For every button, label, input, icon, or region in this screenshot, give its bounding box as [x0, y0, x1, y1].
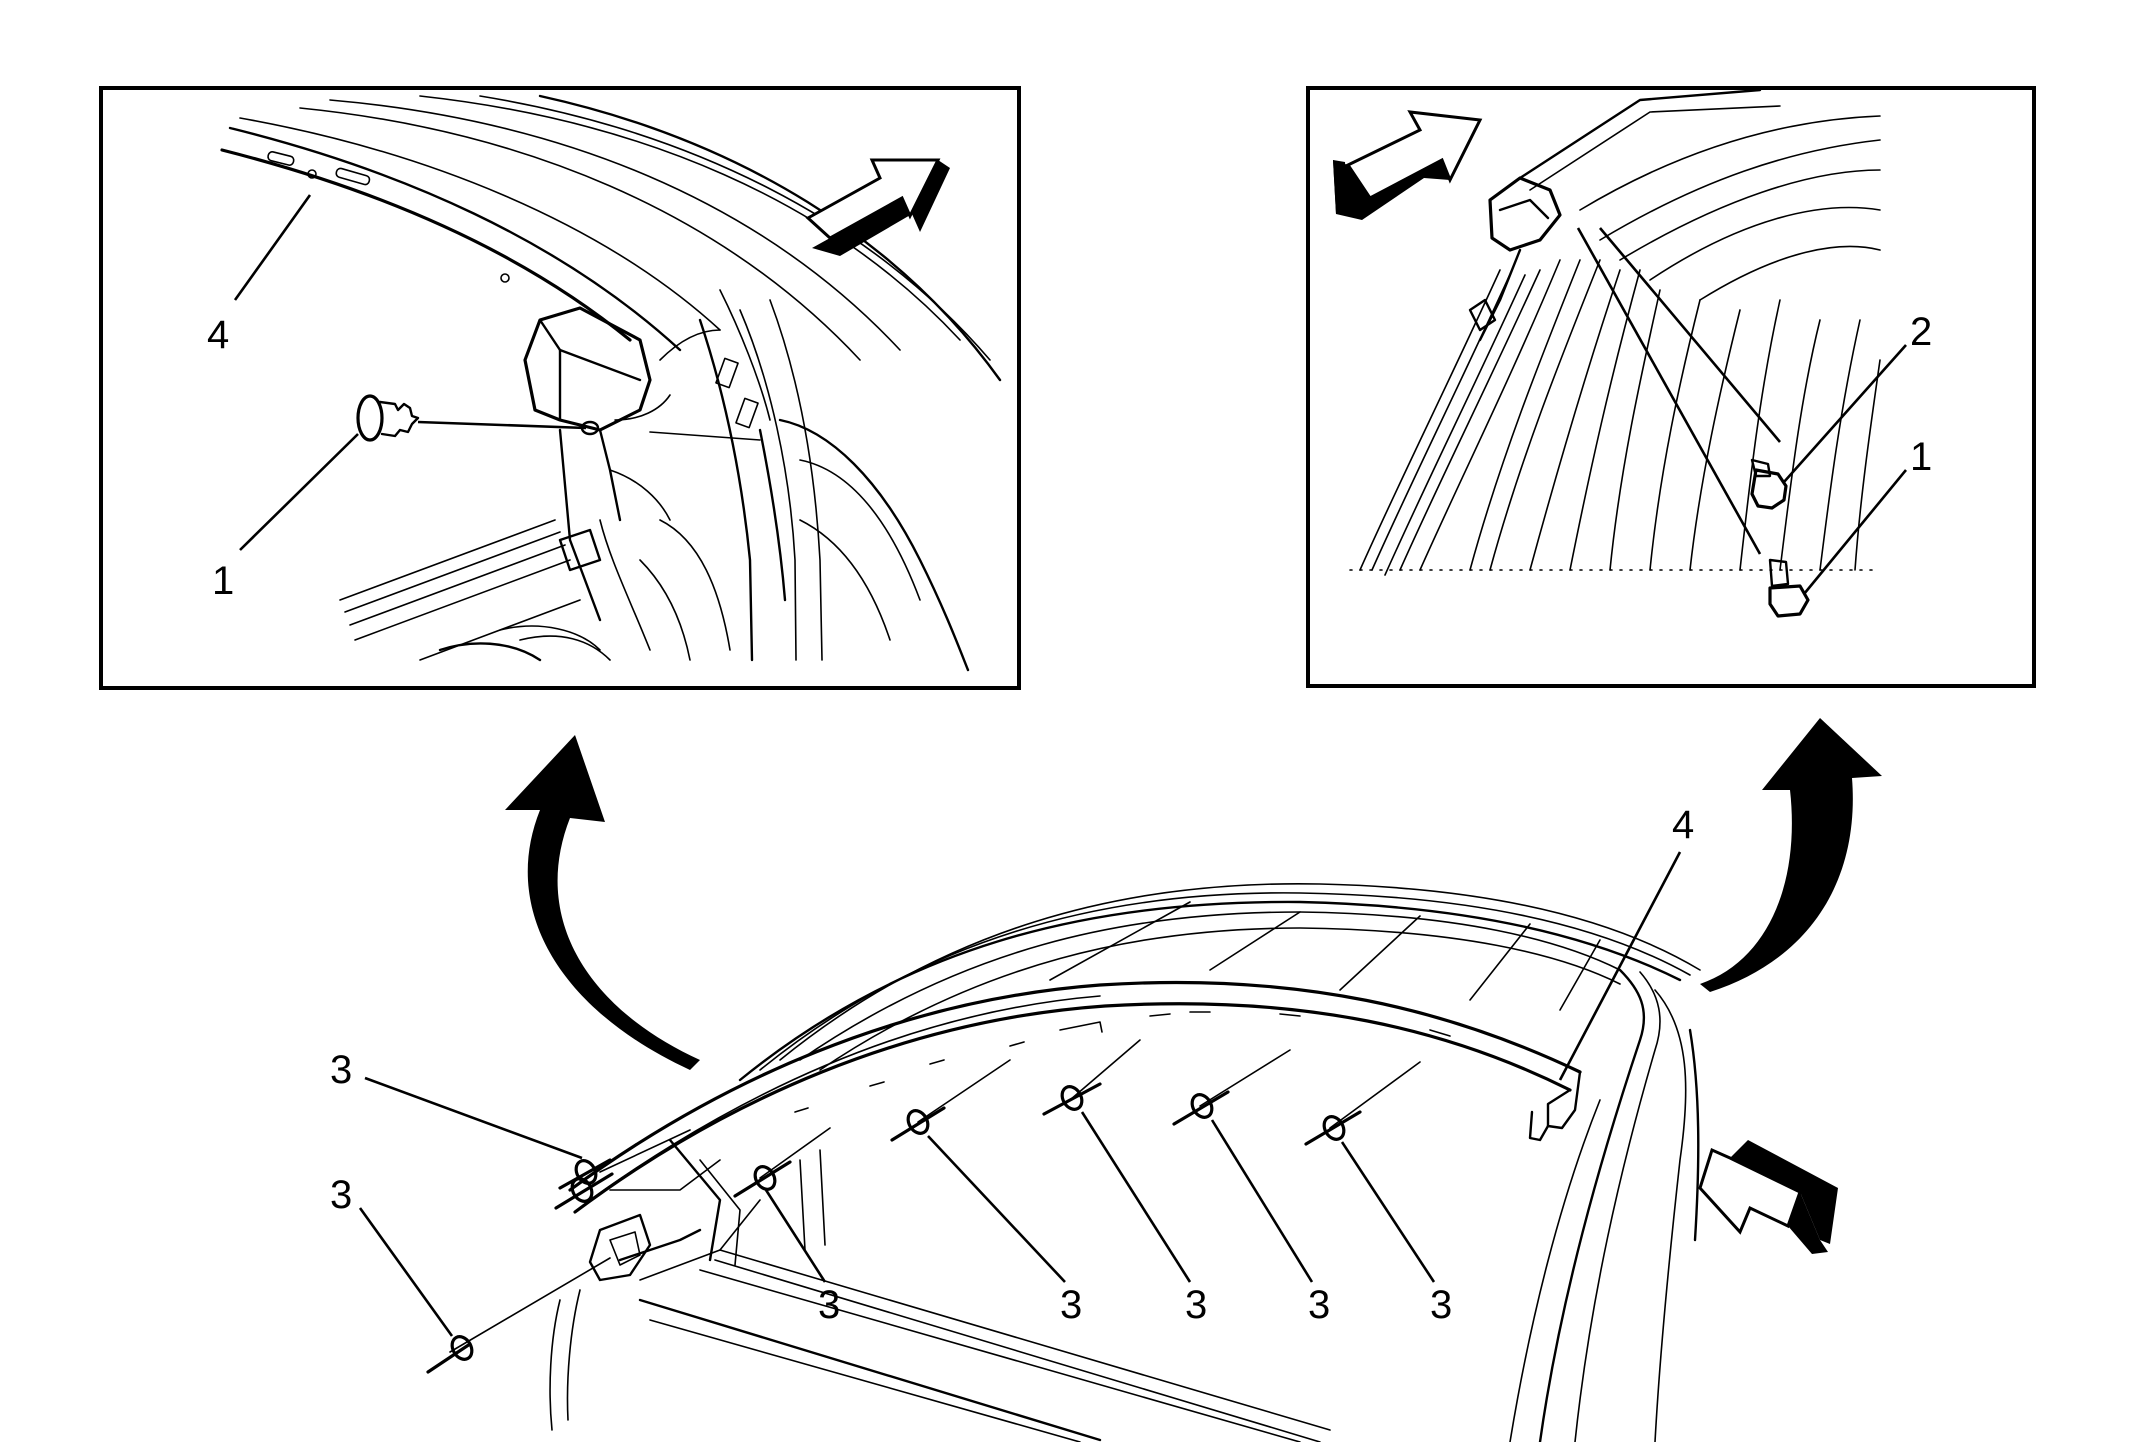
fastener-icon [1042, 1082, 1102, 1116]
fastener-icon [1172, 1090, 1230, 1126]
fastener-icon [426, 1335, 474, 1374]
callout-4: 4 [207, 313, 229, 357]
callout-1: 1 [1910, 435, 1932, 479]
curved-detail-arrow-icon [505, 735, 700, 1070]
callout-3: 3 [1185, 1283, 1207, 1327]
fastener-icon [890, 1106, 946, 1142]
fastener-icon [1768, 558, 1810, 618]
left-inset-drawing [220, 94, 1002, 672]
view-direction-arrow-icon [1698, 1140, 1838, 1254]
fastener-icon [558, 1158, 612, 1190]
fastener-icon [733, 1160, 792, 1198]
curved-detail-arrow-icon [1700, 718, 1882, 992]
callout-3: 3 [1430, 1283, 1452, 1327]
left-inset: 4 1 [99, 86, 1021, 690]
fastener-icon [554, 1172, 614, 1210]
right-inset-frame [1306, 86, 2036, 688]
callout-3: 3 [1308, 1283, 1330, 1327]
fastener-icon [1304, 1110, 1362, 1146]
right-inset: 2 1 [1306, 86, 2036, 688]
main-view: 3 3 3 3 3 3 3 4 [330, 803, 1838, 1442]
callout-2: 2 [1910, 310, 1932, 354]
callout-3: 3 [330, 1173, 352, 1217]
right-inset-drawing [1349, 88, 1881, 576]
callout-3: 3 [818, 1283, 840, 1327]
view-direction-arrow-icon [1333, 110, 1483, 220]
callout-1: 1 [212, 559, 234, 603]
callout-3: 3 [1060, 1283, 1082, 1327]
callout-3: 3 [330, 1048, 352, 1092]
fastener-icon [1750, 458, 1788, 510]
view-direction-arrow-icon [805, 158, 950, 256]
fastener-icon [356, 394, 420, 442]
callout-4: 4 [1672, 803, 1694, 847]
main-view-drawing [449, 882, 1701, 1442]
